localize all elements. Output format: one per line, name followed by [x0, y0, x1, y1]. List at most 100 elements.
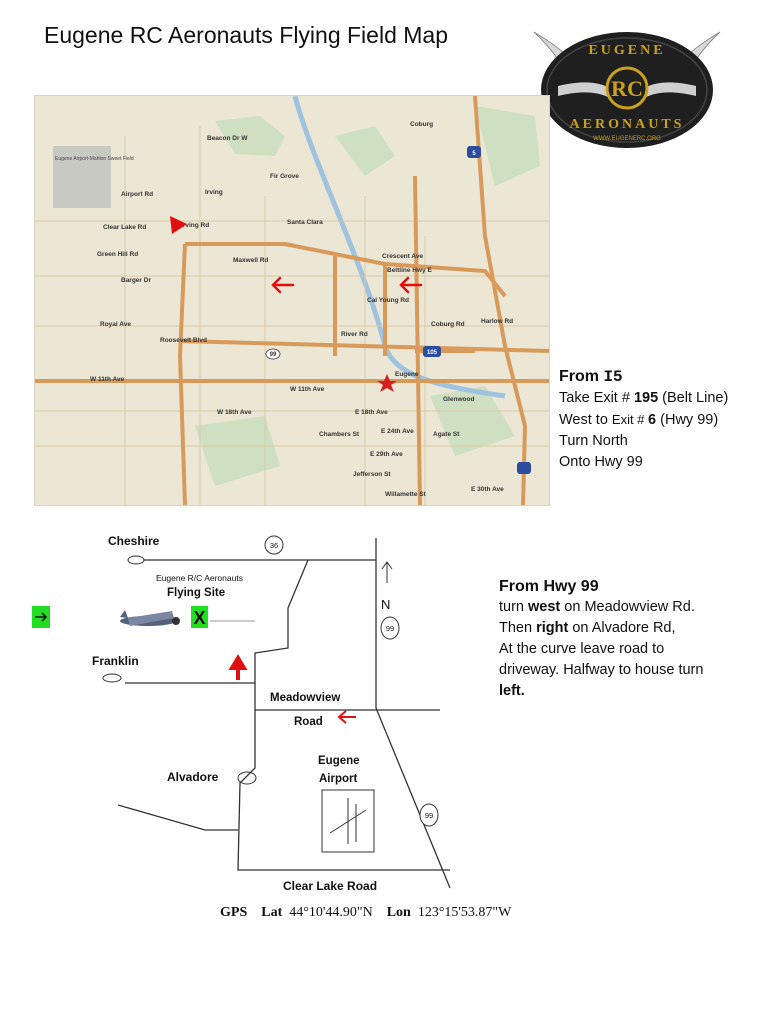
- i105-shield: [423, 346, 441, 357]
- label-eugene: Eugene: [318, 755, 360, 767]
- label-meadowview: Meadowview: [270, 692, 340, 704]
- label-irving-rd: Irving Rd: [181, 222, 209, 229]
- i105-shield-label: 105: [427, 350, 438, 356]
- gps-lat-label: Lat: [261, 905, 283, 920]
- label-crescent: Crescent Ave: [382, 253, 423, 260]
- red-north-arrow-icon: [228, 654, 248, 680]
- hwy99-step-3: At the curve leave road to: [499, 641, 665, 657]
- label-road: Road: [294, 716, 323, 728]
- hwy99-shield-label: 99: [270, 352, 277, 358]
- logo-center-text: RC: [611, 76, 643, 101]
- label-glenwood: Glenwood: [443, 396, 474, 403]
- hwy99-shield-icon-2: [419, 803, 439, 827]
- gps-label: GPS: [220, 905, 248, 920]
- label-roosevelt: Roosevelt Blvd: [160, 337, 207, 344]
- route-arrow-west-1: [271, 276, 295, 294]
- hwy99-step-2: Then right on Alvadore Rd,: [499, 620, 676, 636]
- label-willamette: Willamette St: [385, 491, 427, 498]
- i5-step-4: Onto Hwy 99: [559, 454, 643, 470]
- side-road: [117, 804, 238, 831]
- site-x-marker: [191, 606, 208, 628]
- label-coburg: Coburg: [410, 121, 433, 128]
- label-barger: Barger Dr: [121, 277, 151, 284]
- eugene-city-map: Coburg Beacon Dr W Fir Grove Airport Rd …: [34, 95, 550, 506]
- label-cal-young: Cal Young Rd: [367, 297, 409, 304]
- i5-shield-label: 5: [472, 151, 476, 157]
- label-cheshire: Cheshire: [108, 534, 160, 548]
- logo-bottom-text: AERONAUTS: [570, 117, 685, 132]
- franklin-town-icon: [102, 673, 122, 683]
- label-beltline-hwy: Beltline Hwy E: [387, 267, 432, 274]
- label-club-name: Eugene R/C Aeronauts: [156, 573, 243, 583]
- label-irving: Irving: [205, 189, 223, 196]
- i5-step-3: Turn North: [559, 433, 628, 449]
- label-jefferson: Jefferson St: [353, 471, 391, 478]
- i5-heading: From I5: [559, 368, 623, 386]
- route-arrow-west-2: [399, 276, 423, 294]
- page-title: Eugene RC Aeronauts Flying Field Map: [44, 22, 448, 48]
- label-flying-site: Flying Site: [167, 587, 225, 599]
- label-santa-clara: Santa Clara: [287, 219, 323, 226]
- label-e18th: E 18th Ave: [355, 409, 388, 416]
- label-fir-grove: Fir Grove: [270, 173, 299, 180]
- runway-icon: [329, 798, 367, 844]
- label-eugene: Eugene: [395, 371, 419, 378]
- label-airport: Eugene Airport-Mahlon Sweet Field: [55, 156, 134, 162]
- label-clear-lake-road: Clear Lake Road: [283, 879, 377, 893]
- directions-from-hwy99: From Hwy 99 turn west on Meadowview Rd. …: [499, 576, 739, 702]
- hwy99-label-1: 99: [386, 624, 394, 633]
- site-x-text: X: [193, 608, 205, 628]
- label-coburg-rd: Coburg Rd: [431, 321, 465, 328]
- label-alvadore: Alvadore: [167, 770, 219, 784]
- label-w18th: W 18th Ave: [217, 409, 252, 416]
- gps-lon-label: Lon: [386, 905, 411, 920]
- i5-step-1: Take Exit # 195 (Belt Line): [559, 390, 729, 406]
- label-franklin: Franklin: [92, 654, 139, 668]
- north-arrow-icon: [381, 561, 393, 583]
- club-logo: RC EUGENE AERONAUTS WWW.EUGENERC.ORG: [533, 31, 721, 148]
- label-river-rd: River Rd: [341, 331, 368, 338]
- airport-area: [53, 146, 111, 208]
- label-royal: Royal Ave: [100, 321, 131, 328]
- label-chambers: Chambers St: [319, 431, 360, 438]
- eugene-star-icon: [377, 374, 397, 392]
- label-green-hill: Green Hill Rd: [97, 251, 138, 258]
- hwy36-shield-icon: [264, 535, 284, 555]
- hwy99-shield: [265, 348, 281, 360]
- red-west-arrow-icon: [337, 710, 356, 724]
- flying-site-marker: [170, 216, 187, 234]
- label-w11th: W 11th Ave: [90, 376, 125, 383]
- airplane-icon: [120, 610, 180, 626]
- gps-lon-value: 123°15'53.87"W: [417, 905, 512, 920]
- north-label: N: [381, 597, 390, 612]
- hwy99-label-2: 99: [425, 811, 433, 820]
- label-clear-lake: Clear Lake Rd: [103, 224, 146, 231]
- i5-shield-south: [517, 462, 531, 474]
- directions-from-i5: From I5 Take Exit # 195 (Belt Line) West…: [559, 366, 749, 473]
- label-agate: Agate St: [433, 431, 460, 438]
- hwy99-heading: From Hwy 99: [499, 578, 599, 595]
- label-e24th: E 24th Ave: [381, 428, 414, 435]
- logo-top-text: EUGENE: [588, 43, 665, 58]
- local-flying-site-map: Cheshire Eugene R/C Aeronauts Flying Sit…: [32, 534, 451, 893]
- label-e29th: E 29th Ave: [370, 451, 403, 458]
- hwy99-step-4: driveway. Halfway to house turn: [499, 662, 704, 678]
- label-beacon: Beacon Dr W: [207, 135, 248, 142]
- label-w11th-2: W 11th Ave: [290, 386, 325, 393]
- logo-url-text: WWW.EUGENERC.ORG: [593, 136, 661, 142]
- label-harlow: Harlow Rd: [481, 318, 513, 325]
- hwy99-step-5: left.: [499, 683, 525, 699]
- airport-runway-box: [321, 789, 375, 853]
- label-airport-rd: Airport Rd: [121, 191, 153, 198]
- cheshire-town-icon: [127, 555, 145, 565]
- alvadore-town-icon: [237, 771, 257, 785]
- label-airport: Airport: [319, 773, 358, 785]
- label-e30th: E 30th Ave: [471, 486, 504, 493]
- label-maxwell: Maxwell Rd: [233, 257, 268, 264]
- gps-coordinates: GPS Lat 44°10'44.90"N Lon 123°15'53.87"W: [220, 905, 511, 921]
- gps-lat-value: 44°10'44.90"N: [289, 905, 373, 920]
- hwy36-label: 36: [270, 541, 278, 550]
- hwy99-step-1: turn west on Meadowview Rd.: [499, 599, 695, 615]
- right-arrow-icon: [35, 612, 48, 622]
- i5-shield-north: [467, 146, 481, 158]
